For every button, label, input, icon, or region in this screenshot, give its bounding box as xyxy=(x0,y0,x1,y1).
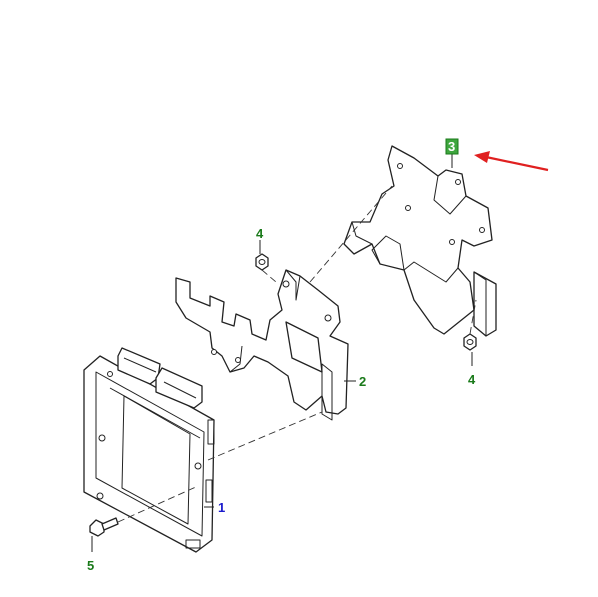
callout-5: 5 xyxy=(87,558,94,573)
module-mount-hole xyxy=(194,462,202,470)
callout-1: 1 xyxy=(218,500,225,515)
module-mount-hole xyxy=(96,492,104,500)
bracket-hole xyxy=(479,227,485,233)
pointer-arrow xyxy=(474,151,549,172)
callout-3-highlight xyxy=(445,138,459,155)
bracket-hole xyxy=(282,280,290,288)
alignment-line xyxy=(207,411,323,461)
callout-3: 3 xyxy=(448,139,455,154)
upper-bracket[interactable] xyxy=(343,145,497,337)
callout-2: 2 xyxy=(359,374,366,389)
alignment-line xyxy=(469,299,477,335)
callout-4-right: 4 xyxy=(468,372,476,387)
control-module[interactable] xyxy=(83,347,215,553)
bracket-hole xyxy=(449,239,455,245)
middle-bracket[interactable] xyxy=(175,269,349,421)
bracket-hole xyxy=(405,205,411,211)
bracket-hole xyxy=(397,163,403,169)
alignment-line xyxy=(117,485,199,523)
module-mount-hole xyxy=(98,434,106,442)
nut-upper[interactable] xyxy=(255,253,269,271)
nut-right[interactable] xyxy=(463,333,477,351)
module-mount-hole xyxy=(107,371,113,377)
bracket-hole xyxy=(235,357,241,363)
bracket-hole xyxy=(211,349,217,355)
callout-4-upper: 4 xyxy=(256,226,264,241)
bracket-hole xyxy=(455,179,461,185)
bracket-hole xyxy=(324,314,332,322)
alignment-line xyxy=(261,269,277,283)
alignment-line xyxy=(309,185,393,283)
bolt[interactable] xyxy=(89,517,119,537)
